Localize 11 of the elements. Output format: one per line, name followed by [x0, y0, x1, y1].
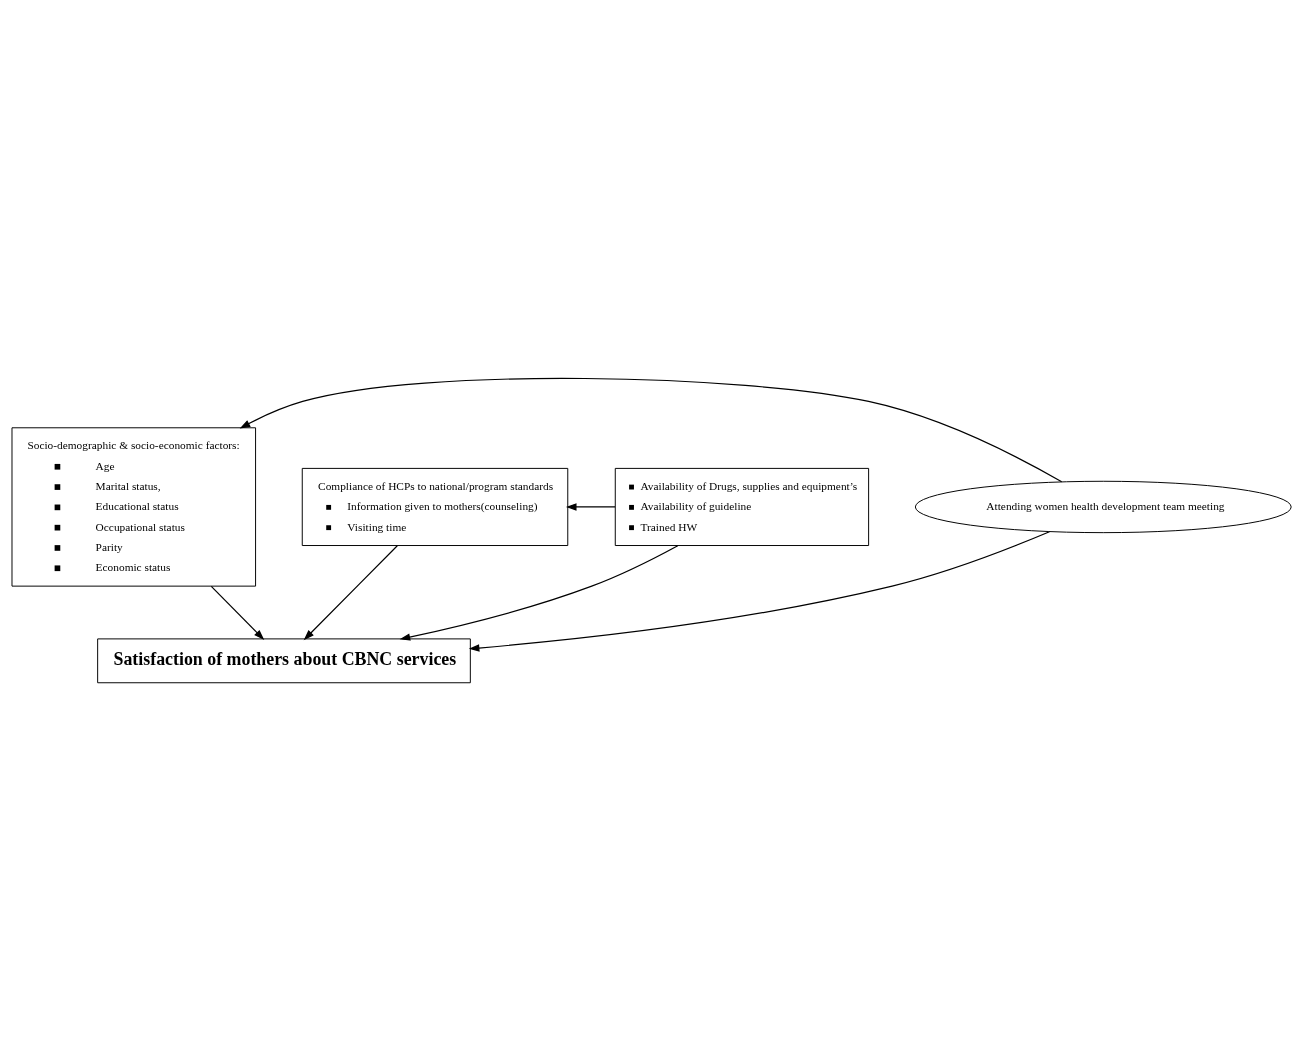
- node-box: Socio-demographic & socio-economic factors: Age Marital status, Educational status Occupational status Parity Economic status: [11, 427, 257, 587]
- arrow: [210, 585, 265, 641]
- node-box: Compliance of HCPs to national/program standards Information given to mothers(counseling) Visiting time: [301, 467, 569, 546]
- arrow: [303, 545, 398, 641]
- arrow: [239, 377, 1063, 483]
- node-box: Satisfaction of mothers about CBNC services: [97, 638, 471, 684]
- arrow: [565, 503, 616, 511]
- node-box: Availability of Drugs, supplies and equipment’s Availability of guideline Trained HW: [614, 467, 870, 546]
- arrow: [399, 545, 679, 641]
- arrow: [468, 531, 1051, 652]
- node-ellipse: Attending women health development team meeting: [914, 480, 1292, 534]
